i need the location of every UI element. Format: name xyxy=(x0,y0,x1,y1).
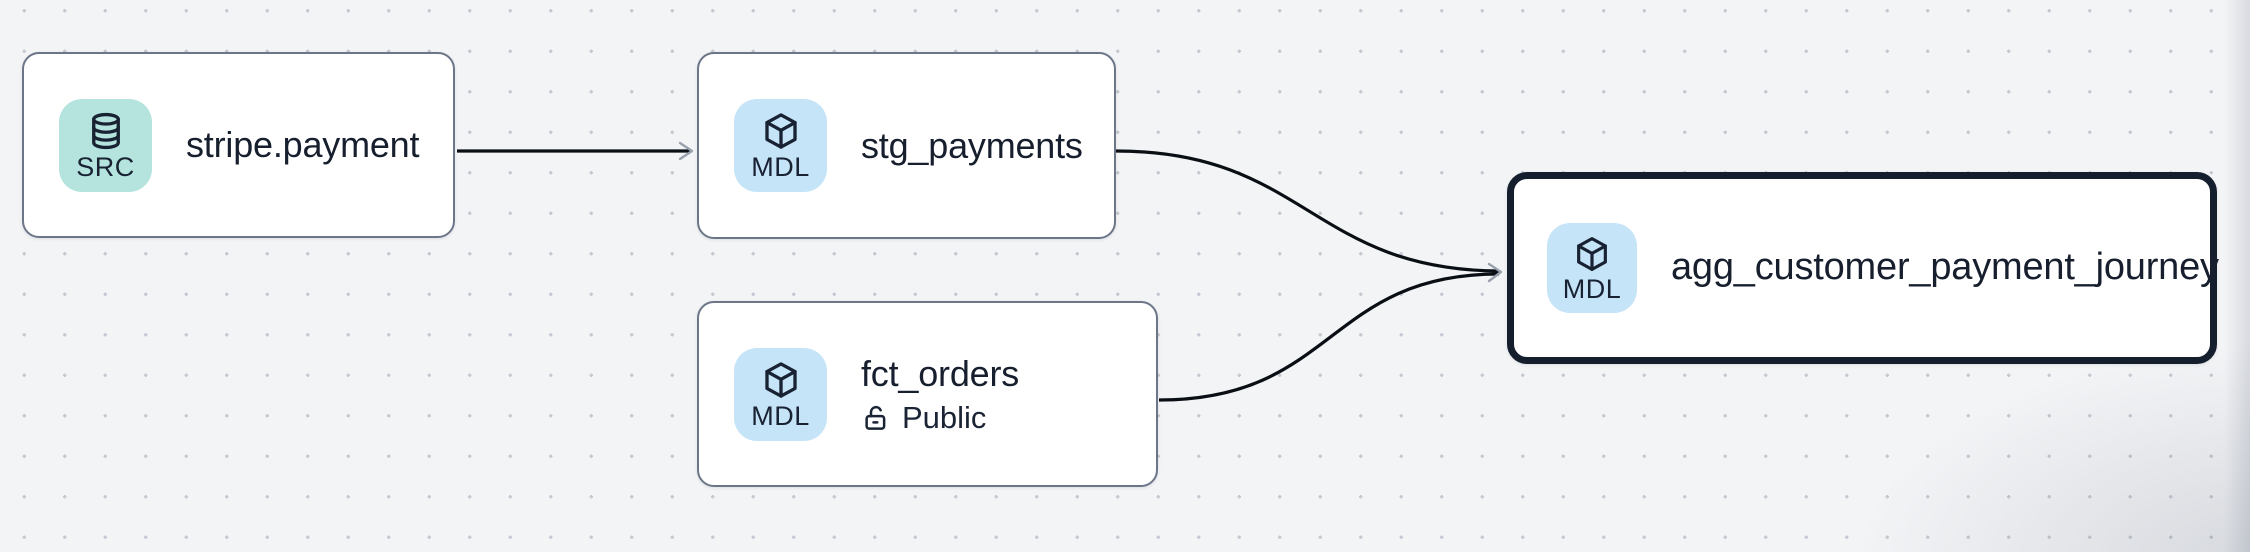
edge-fct-to-agg[interactable] xyxy=(1158,272,1500,402)
cube-icon xyxy=(764,113,797,149)
node-title: stripe.payment xyxy=(186,124,420,166)
model-type-badge: MDL xyxy=(734,347,827,441)
edge-stg-to-agg[interactable] xyxy=(1115,149,1500,273)
badge-label: MDL xyxy=(751,152,810,182)
model-type-badge: MDL xyxy=(734,99,827,192)
model-type-badge: MDL xyxy=(1547,223,1637,313)
access-label: Public xyxy=(902,400,987,436)
cube-icon xyxy=(1577,236,1607,271)
node-fct-orders[interactable]: MDL fct_orders Public xyxy=(697,301,1158,487)
node-title: fct_orders xyxy=(861,352,1020,394)
arrowhead-icon xyxy=(678,141,694,161)
badge-label: MDL xyxy=(751,400,810,431)
node-title: agg_customer_payment_journey xyxy=(1671,246,2219,289)
unlock-icon xyxy=(865,406,886,431)
database-icon xyxy=(91,112,120,149)
arrowhead-icon xyxy=(1487,262,1503,283)
node-stripe-payment[interactable]: SRC stripe.payment xyxy=(22,52,455,238)
access-level: Public xyxy=(861,401,1019,435)
node-agg-customer-payment-journey[interactable]: MDL agg_customer_payment_journey xyxy=(1507,172,2219,364)
node-stg-payments[interactable]: MDL stg_payments xyxy=(697,52,1116,239)
source-type-badge: SRC xyxy=(59,98,152,192)
cube-icon xyxy=(764,361,797,398)
node-title: stg_payments xyxy=(861,124,1083,166)
badge-label: MDL xyxy=(1562,273,1622,304)
badge-label: SRC xyxy=(76,151,135,182)
